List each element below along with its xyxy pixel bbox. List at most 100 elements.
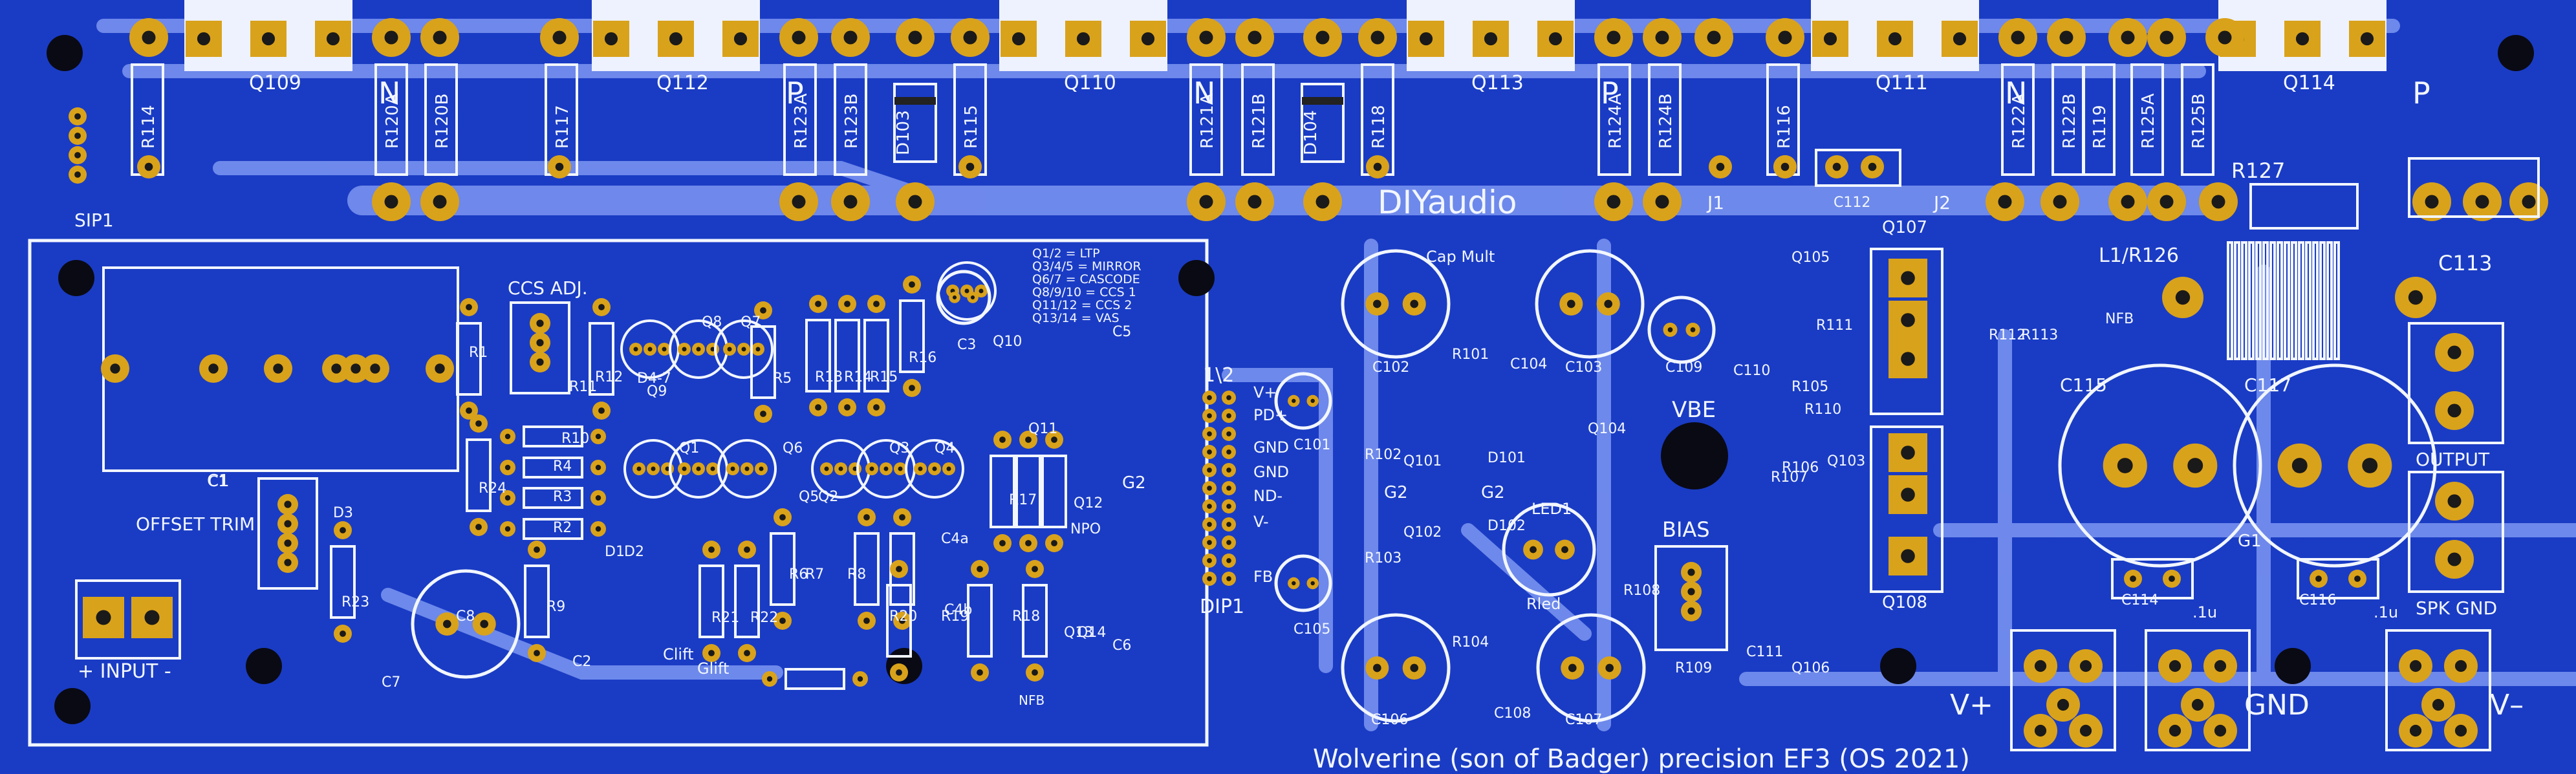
part-reference: Q13 bbox=[1064, 625, 1093, 641]
drill-hole bbox=[710, 347, 715, 352]
resistor-outline bbox=[698, 564, 724, 638]
part-reference: C6 bbox=[1112, 638, 1131, 654]
resistor-outline bbox=[1041, 455, 1067, 528]
led1-label: LED1 bbox=[1532, 500, 1572, 518]
part-reference: R102 bbox=[1365, 447, 1402, 463]
part-reference: C7 bbox=[382, 674, 400, 691]
drill-hole bbox=[977, 566, 983, 572]
inductor-winding bbox=[2227, 241, 2233, 360]
drill-hole bbox=[815, 404, 821, 411]
part-reference: R19 bbox=[941, 608, 969, 625]
drill-hole bbox=[504, 526, 511, 532]
top-resistor-ref: R122A bbox=[2009, 93, 2029, 149]
drill-hole bbox=[1025, 540, 1032, 546]
part-reference: Q9 bbox=[647, 383, 667, 400]
drill-hole bbox=[815, 301, 821, 307]
resistor-outline bbox=[770, 532, 796, 606]
resistor-outline bbox=[523, 457, 583, 478]
drill-hole bbox=[1076, 32, 1090, 46]
g2-label: G2 bbox=[1481, 483, 1505, 502]
drill-hole bbox=[1901, 271, 1915, 285]
part-reference: C109 bbox=[1665, 360, 1702, 376]
drill-hole bbox=[2315, 575, 2322, 582]
drill-hole bbox=[727, 347, 732, 352]
drill-hole bbox=[1888, 32, 1902, 46]
resistor-outline bbox=[456, 322, 482, 396]
part-reference: C111 bbox=[1746, 644, 1783, 660]
drill-hole bbox=[504, 433, 511, 440]
inductor-winding bbox=[2312, 241, 2319, 360]
drill-hole bbox=[733, 32, 748, 46]
drill-hole bbox=[1832, 162, 1841, 171]
drill-hole bbox=[1248, 195, 1262, 209]
drill-hole bbox=[2187, 458, 2203, 473]
drill-hole bbox=[2214, 660, 2227, 672]
part-reference: C3 bbox=[957, 337, 976, 353]
drill-hole bbox=[1226, 413, 1231, 418]
drill-hole bbox=[1012, 32, 1026, 46]
drill-hole bbox=[1051, 436, 1057, 443]
drill-hole bbox=[766, 676, 773, 682]
drill-hole bbox=[1780, 162, 1790, 171]
top-resistor-outline bbox=[424, 63, 458, 176]
drill-hole bbox=[1419, 32, 1433, 46]
drill-hole bbox=[2169, 724, 2181, 737]
drill-hole bbox=[1226, 576, 1231, 581]
diode-band bbox=[894, 97, 936, 105]
mounting-hole bbox=[2498, 35, 2534, 71]
drill-hole bbox=[1310, 581, 1315, 586]
part-reference: R18 bbox=[1012, 608, 1040, 625]
j2-label: J2 bbox=[1932, 192, 1951, 213]
drill-hole bbox=[1655, 30, 1669, 45]
drill-hole bbox=[838, 466, 843, 471]
drill-hole bbox=[1667, 327, 1673, 332]
electrolytic-cap-outline bbox=[1536, 613, 1646, 723]
part-reference: Q7 bbox=[741, 314, 761, 330]
drill-hole bbox=[760, 307, 766, 314]
part-reference: C5 bbox=[1112, 324, 1131, 340]
design-note-line: Q11/12 = CCS 2 bbox=[1032, 298, 1132, 312]
part-reference: D3 bbox=[333, 505, 353, 521]
part-reference: Q103 bbox=[1827, 453, 1865, 469]
drill-hole bbox=[2408, 290, 2423, 305]
to92-outline bbox=[714, 319, 774, 379]
drill-hole bbox=[873, 404, 880, 411]
inductor-winding bbox=[2305, 241, 2311, 360]
top-resistor-ref: R118 bbox=[1369, 105, 1389, 149]
drill-hole bbox=[1207, 468, 1212, 473]
c112-outline bbox=[1815, 149, 1901, 187]
q108-outline bbox=[1870, 425, 1943, 593]
bias-label: BIAS bbox=[1662, 517, 1710, 542]
drill-hole bbox=[326, 32, 340, 46]
resistor-outline bbox=[750, 325, 776, 399]
sip1-label: SIP1 bbox=[74, 210, 114, 231]
drill-hole bbox=[863, 514, 870, 521]
part-reference: R12 bbox=[595, 369, 623, 385]
to92-outline bbox=[717, 439, 777, 499]
part-reference: Q105 bbox=[1791, 250, 1830, 266]
drill-hole bbox=[598, 407, 605, 414]
to92-outline bbox=[905, 439, 964, 499]
part-reference: Q5 bbox=[799, 489, 819, 505]
g2-label: G2 bbox=[1122, 473, 1146, 493]
part-reference: Q12 bbox=[1074, 495, 1103, 511]
mounting-hole bbox=[246, 648, 282, 684]
resistor-outline bbox=[466, 438, 492, 512]
part-reference: R15 bbox=[870, 369, 898, 385]
part-reference: R101 bbox=[1452, 347, 1489, 363]
ccs-adj-label: CCS ADJ. bbox=[508, 277, 588, 299]
channel-type-label: N bbox=[2005, 76, 2027, 111]
top-resistor-outline bbox=[1597, 63, 1631, 176]
drill-hole bbox=[1207, 486, 1212, 491]
drill-hole bbox=[2175, 290, 2191, 305]
part-reference: Q8 bbox=[702, 314, 722, 330]
part-reference: C108 bbox=[1494, 705, 1531, 722]
inductor-winding bbox=[2277, 241, 2283, 360]
part-reference: R110 bbox=[1804, 402, 1841, 418]
drill-hole bbox=[340, 630, 346, 637]
top-resistor-ref: R125B bbox=[2189, 93, 2209, 149]
drill-hole bbox=[909, 281, 915, 288]
part-reference: R7 bbox=[805, 566, 824, 583]
drill-hole bbox=[2447, 552, 2462, 566]
